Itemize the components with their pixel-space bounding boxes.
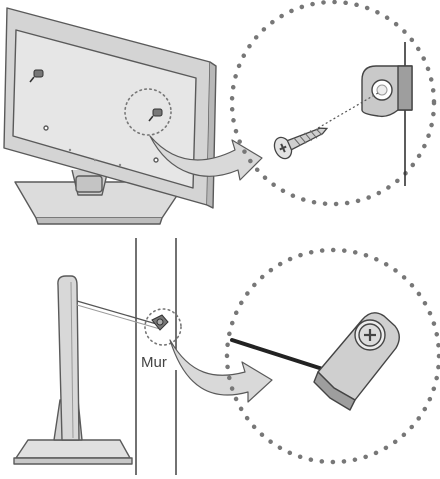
tv-side-base — [16, 440, 130, 458]
anchor-cord-small — [77, 301, 160, 325]
tv-side-panel — [58, 276, 79, 440]
wall-label: Mur — [141, 354, 167, 371]
wall-bracket-icon — [362, 66, 412, 116]
wall-bracket-icon — [314, 313, 399, 410]
tv-side-view — [14, 276, 132, 464]
top-panel — [4, 2, 434, 224]
bottom-panel: Mur — [14, 238, 439, 475]
tv-rear-view — [4, 8, 216, 224]
